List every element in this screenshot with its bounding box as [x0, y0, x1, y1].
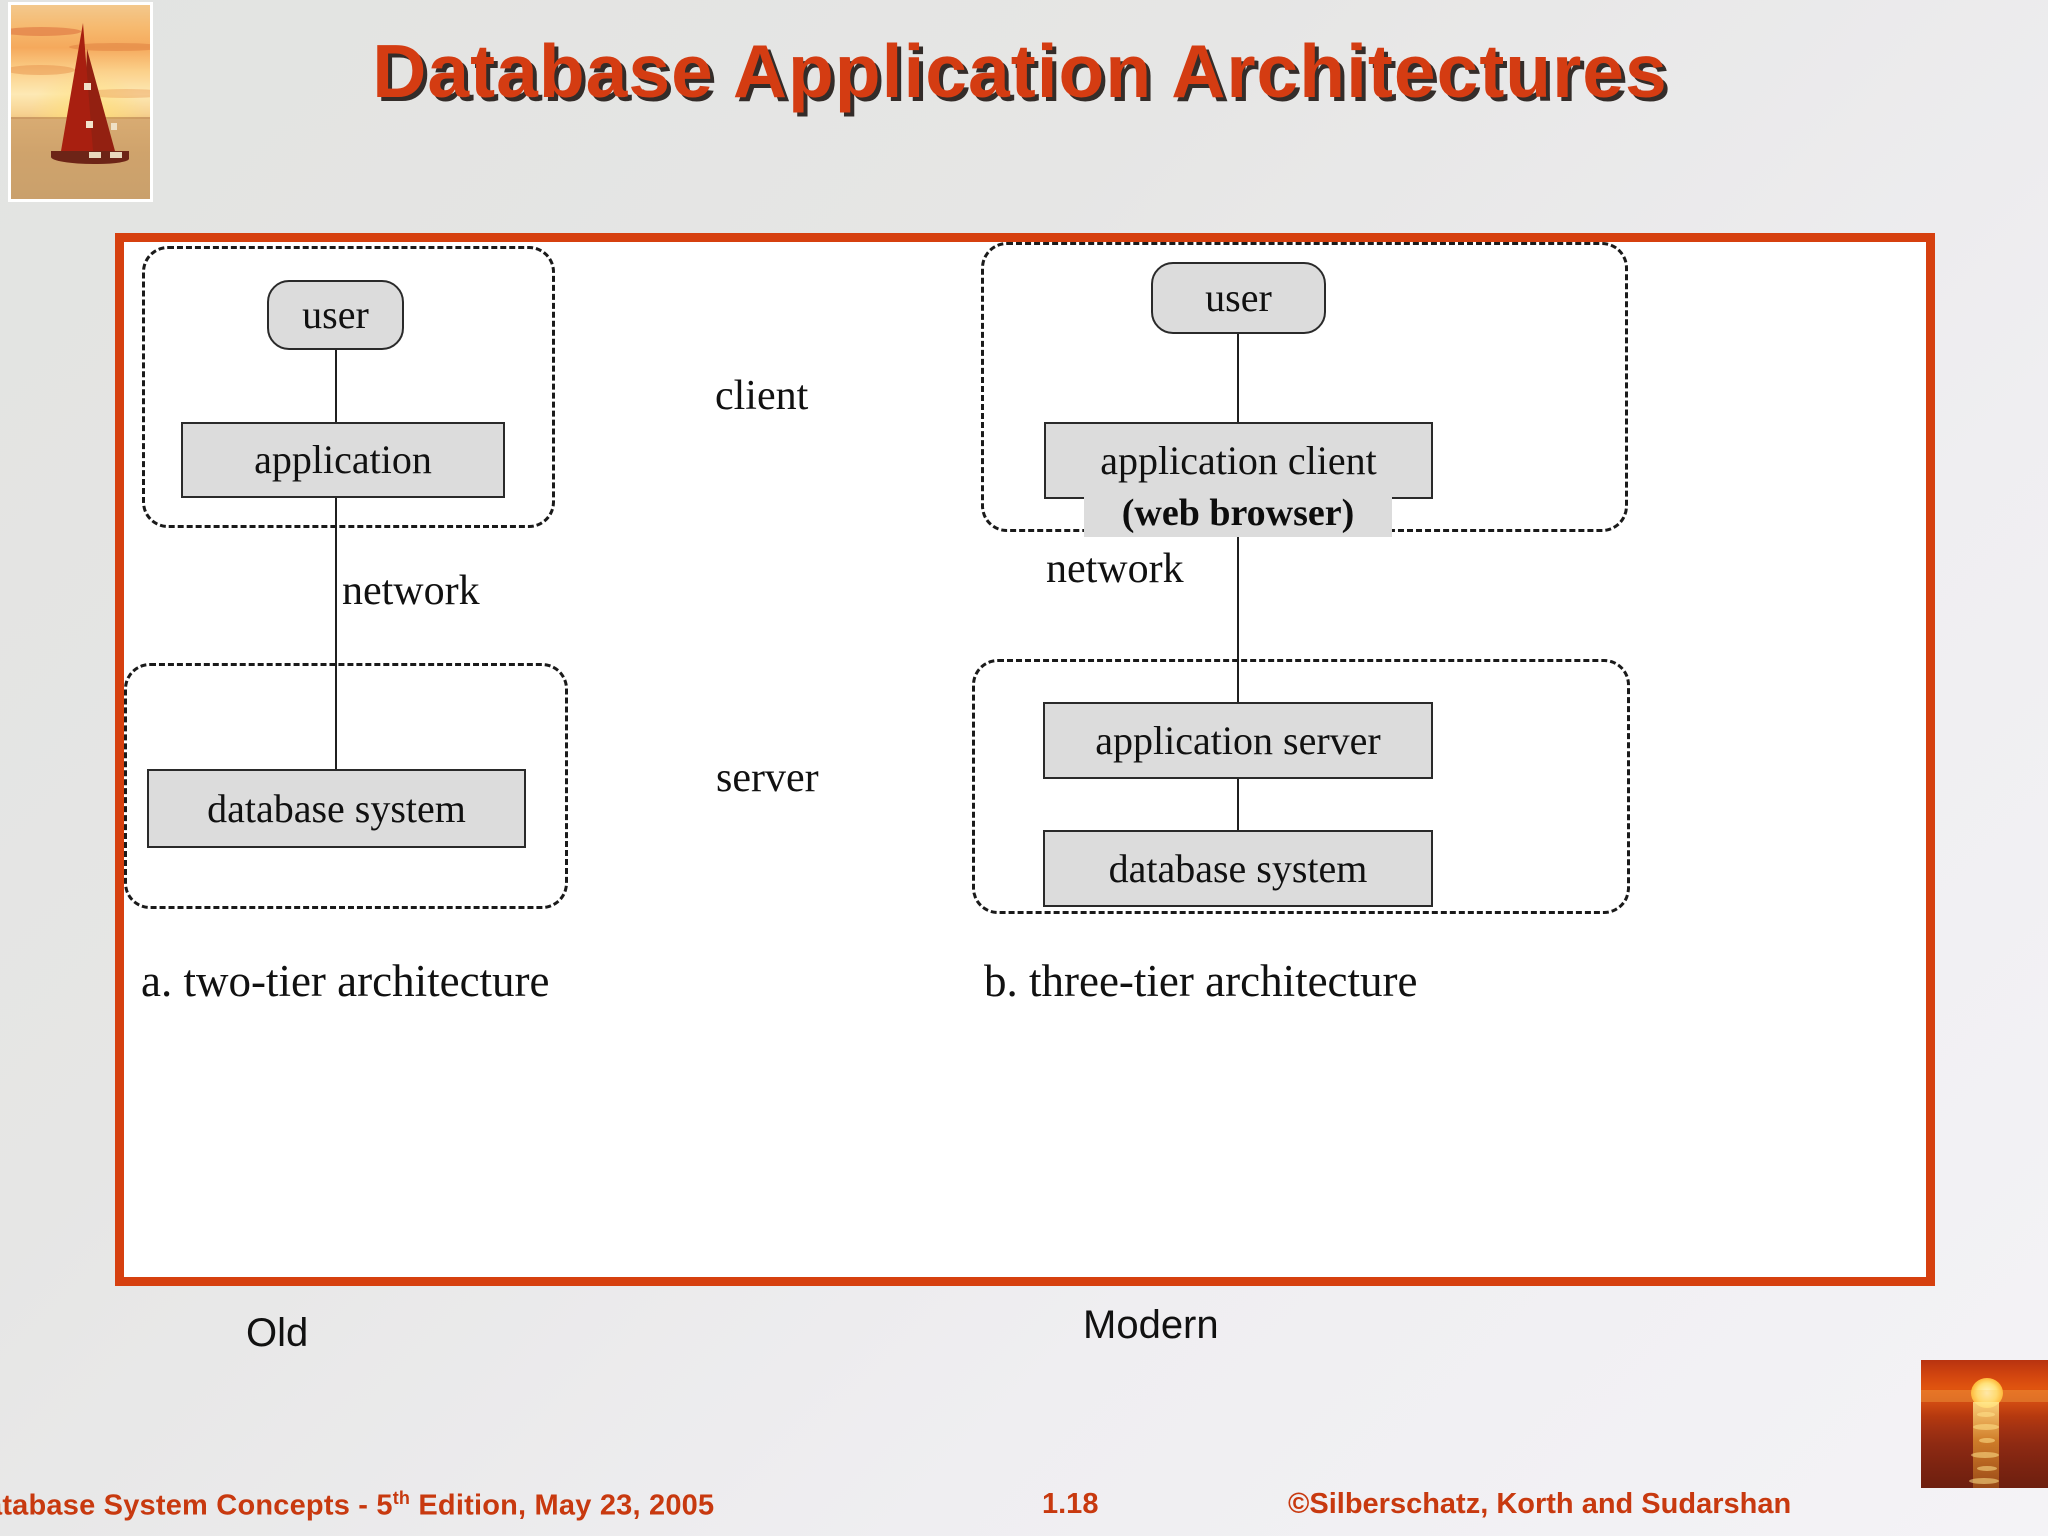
cloud-shape	[11, 27, 81, 36]
tier-boundary-two-tier-client	[142, 246, 555, 528]
water-ripple	[1973, 1424, 1999, 1430]
water-ripple	[1979, 1438, 1995, 1443]
node-database-system-three-tier: database system	[1043, 830, 1433, 907]
page-title: Database Application Architectures	[372, 29, 1668, 113]
node-application-server: application server	[1043, 702, 1433, 779]
caption-two-tier-architecture: a. two-tier architecture	[141, 956, 550, 1006]
water-ripple	[1969, 1478, 1999, 1484]
label-network-two-tier: network	[342, 568, 480, 614]
label-web-browser: (web browser)	[1084, 489, 1392, 537]
water-ripple	[1977, 1412, 1995, 1417]
node-database-system-two-tier: database system	[147, 769, 526, 848]
annotation-modern: Modern	[1083, 1303, 1219, 1347]
label-server-tier: server	[716, 755, 819, 801]
footer-page-number: 1.18	[1042, 1488, 1099, 1520]
connector-line-app-client-app-server	[1237, 494, 1239, 708]
label-client-tier: client	[715, 373, 809, 419]
sailboat-sunset-logo-image	[8, 2, 153, 202]
node-user-two-tier: user	[267, 280, 404, 350]
horizon-glow-band	[1921, 1390, 2048, 1402]
node-user-three-tier: user	[1151, 262, 1326, 334]
cloud-shape	[81, 89, 150, 98]
cloud-shape	[11, 65, 75, 75]
slide-header: Database Application Architectures	[0, 0, 2048, 202]
footer-book-reference-prefix: atabase System Concepts - 5	[0, 1489, 393, 1522]
sail-window	[84, 83, 91, 90]
footer-book-reference: atabase System Concepts - 5th Edition, M…	[0, 1488, 714, 1523]
tier-boundary-three-tier-server	[972, 659, 1630, 914]
connector-line-application-database	[335, 494, 337, 784]
label-network-three-tier: network	[1046, 546, 1184, 592]
sail-window	[89, 152, 101, 158]
water-ripple	[1971, 1452, 1999, 1458]
water-ripple	[1977, 1466, 1997, 1471]
node-application-client: application client	[1044, 422, 1433, 499]
tier-boundary-two-tier-server	[124, 663, 568, 909]
cloud-shape	[69, 43, 150, 51]
node-application-two-tier: application	[181, 422, 505, 498]
connector-line-user-application	[335, 346, 337, 428]
figure-canvas: user application database system user ap…	[124, 242, 1926, 1277]
footer-copyright: ©Silberschatz, Korth and Sudarshan	[1288, 1488, 1792, 1520]
caption-three-tier-architecture: b. three-tier architecture	[984, 956, 1418, 1006]
annotation-old: Old	[246, 1311, 309, 1355]
footer-book-reference-suffix: Edition, May 23, 2005	[410, 1489, 715, 1522]
connector-line-user-app-client	[1237, 330, 1239, 428]
footer-edition-ordinal: th	[392, 1488, 411, 1508]
sunset-over-water-logo-image	[1921, 1360, 2048, 1488]
architecture-figure-frame: user application database system user ap…	[115, 233, 1935, 1286]
sail-window	[111, 123, 117, 130]
sail-window	[110, 152, 122, 158]
sail-window	[86, 121, 93, 128]
connector-line-app-server-database	[1237, 775, 1239, 835]
